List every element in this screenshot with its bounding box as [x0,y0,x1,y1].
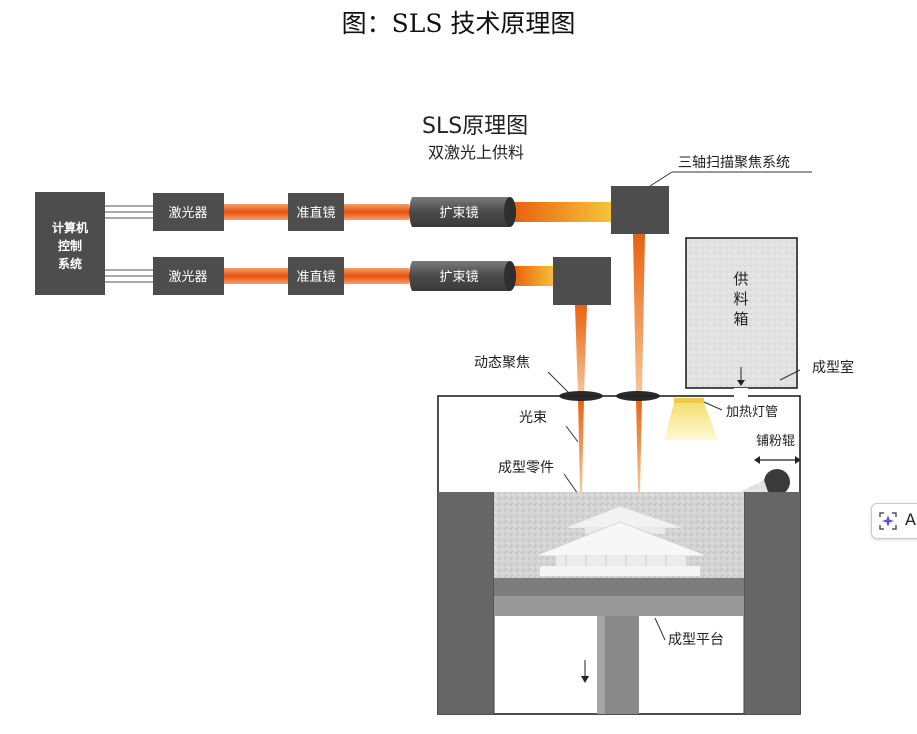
powder-roller: 铺粉辊 [740,434,801,495]
scanner-box-2 [553,257,611,305]
expander-2-label: 扩束镜 [439,270,478,285]
beam-label: 光束 [519,410,547,426]
collimator-1-label: 准直镜 [296,206,335,221]
feed-box: 供 料 箱 [685,237,798,398]
collimator-2-label: 准直镜 [296,270,335,285]
diagram-title: SLS原理图 [422,114,528,139]
scanner-leader-line [649,171,673,187]
sparkle-icon [879,512,897,530]
beam-1-vertical [633,234,645,395]
feed-box-label-3: 箱 [733,310,748,328]
chamber-label: 成型室 [812,359,854,376]
side-button-label: A [905,510,916,529]
scanner-box-1 [611,186,669,234]
laser-path-1: 激光器 准直镜 扩束镜 [153,193,612,231]
roller-label: 铺粉辊 [756,434,795,449]
part-label: 成型零件 [498,460,554,476]
build-area: 成型平台 [438,492,800,714]
computer-control-system: 计算机 控制 系统 [35,192,105,295]
laser-1-label: 激光器 [168,206,207,221]
computer-label-line-1: 计算机 [52,220,88,235]
feed-box-label-1: 供 [733,270,748,288]
heat-lamp: 加热灯管 [664,398,778,440]
scanner-label: 三轴扫描聚焦系统 [678,155,790,171]
expander-1-tube [409,197,514,227]
collimator-2-box [288,257,344,295]
figure-caption: 图：SLS 技术原理图 [341,9,576,38]
diagram-subtitle: 双激光上供料 [428,143,524,162]
collimator-1-box [288,193,344,231]
beam-1-lower [636,398,642,492]
laser-2-label: 激光器 [168,270,207,285]
dynamic-focus-label: 动态聚焦 [474,355,530,371]
formed-part [534,505,709,576]
laser-1-box [153,193,224,231]
beam-2-lower [578,398,584,492]
beam-2-vertical [575,305,587,395]
expander-1-label: 扩束镜 [439,206,478,221]
heat-lamp-label: 加热灯管 [726,405,778,420]
laser-2-box [153,257,224,295]
control-cables [105,205,153,283]
feed-box-label-2: 料 [733,290,748,308]
platform-label: 成型平台 [668,632,724,648]
computer-label-line-3: 系统 [58,256,82,271]
laser-path-2: 激光器 准直镜 扩束镜 [153,257,556,295]
side-assistant-button[interactable]: A [871,503,917,539]
expander-2-tube [409,261,514,291]
computer-label-line-2: 控制 [58,238,82,253]
